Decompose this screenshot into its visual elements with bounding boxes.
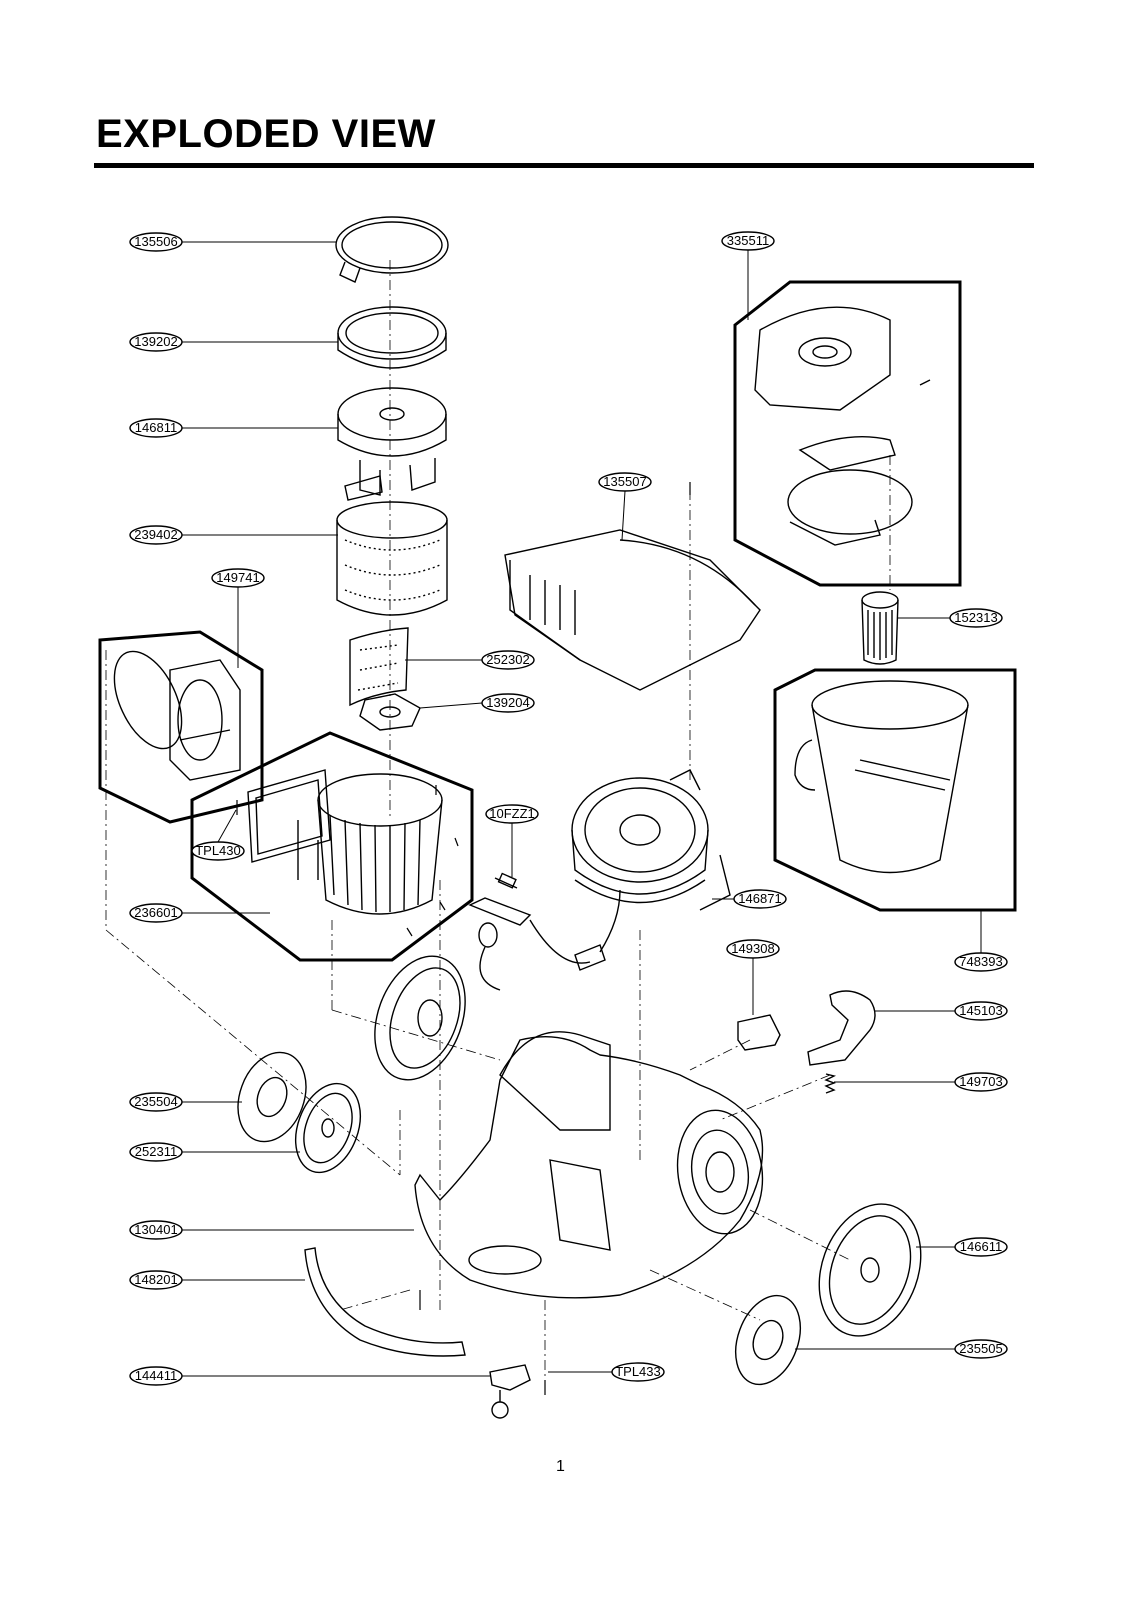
label-10FZZ1: 10FZZ1 — [485, 804, 539, 824]
part-labels: 135506 139202 146811 239402 149741 25230… — [129, 231, 1008, 1386]
label-252311: 252311 — [129, 1142, 183, 1162]
svg-text:235505: 235505 — [959, 1341, 1002, 1356]
part-149308 — [737, 1014, 781, 1051]
label-148201: 148201 — [129, 1270, 183, 1290]
svg-text:146811: 146811 — [135, 420, 177, 435]
cover-335511 — [754, 306, 931, 546]
svg-text:149308: 149308 — [731, 941, 774, 956]
label-146811: 146811 — [129, 418, 183, 438]
svg-text:252311: 252311 — [135, 1144, 177, 1159]
label-145103: 145103 — [954, 1001, 1008, 1021]
svg-text:10FZZ1: 10FZZ1 — [489, 806, 535, 821]
label-239402: 239402 — [129, 525, 183, 545]
svg-text:152313: 152313 — [954, 610, 997, 625]
title-underline — [94, 163, 1034, 168]
gasket-139202 — [337, 306, 447, 369]
svg-text:144411: 144411 — [135, 1368, 177, 1383]
svg-text:TPL430: TPL430 — [195, 843, 241, 858]
filter-sleeve-239402 — [336, 501, 448, 616]
filter-cartridge-152313 — [861, 591, 899, 665]
page-title: EXPLODED VIEW — [96, 112, 436, 156]
svg-text:149741: 149741 — [216, 570, 259, 585]
screws — [236, 482, 691, 1395]
label-152313: 152313 — [949, 608, 1003, 628]
filter-piece-252302 — [349, 627, 409, 707]
label-135506: 135506 — [129, 232, 183, 252]
cord-reel-146871 — [571, 769, 731, 911]
bracket-139204 — [359, 693, 421, 731]
svg-text:235504: 235504 — [134, 1094, 177, 1109]
label-235505: 235505 — [954, 1339, 1008, 1359]
label-TPL430: TPL430 — [191, 841, 245, 861]
svg-text:148201: 148201 — [134, 1272, 177, 1287]
motor-cover-146811 — [337, 387, 447, 501]
main-body-130401 — [414, 1031, 764, 1299]
bracket-135507 — [504, 529, 761, 691]
bumper-148201 — [304, 1247, 466, 1357]
grill-235504 — [237, 1051, 307, 1143]
label-146871: 146871 — [733, 889, 787, 909]
label-252302: 252302 — [481, 650, 535, 670]
label-135507: 135507 — [598, 472, 652, 492]
housing-236601 — [247, 769, 443, 915]
handle-145103 — [807, 990, 876, 1066]
svg-text:239402: 239402 — [134, 527, 177, 542]
label-144411: 144411 — [129, 1366, 183, 1386]
filter-disk-252311 — [295, 1082, 361, 1174]
label-146611: 146611 — [954, 1237, 1008, 1257]
label-TPL433: TPL433 — [611, 1362, 665, 1382]
fuse-10FZZ1 — [468, 872, 621, 991]
svg-text:748393: 748393 — [959, 954, 1002, 969]
grill-235505 — [735, 1294, 801, 1386]
label-139204: 139204 — [481, 693, 535, 713]
label-139202: 139202 — [129, 332, 183, 352]
label-149703: 149703 — [954, 1072, 1008, 1092]
svg-text:146611: 146611 — [960, 1239, 1002, 1254]
svg-text:335511: 335511 — [727, 233, 769, 248]
label-748393: 748393 — [954, 952, 1008, 972]
svg-text:135506: 135506 — [134, 234, 177, 249]
svg-text:145103: 145103 — [959, 1003, 1002, 1018]
dust-bin-748393 — [794, 680, 969, 874]
caster-144411 — [489, 1364, 531, 1419]
label-335511: 335511 — [721, 231, 775, 251]
svg-text:146871: 146871 — [738, 891, 781, 906]
page-number: 1 — [556, 1458, 565, 1475]
leader-lines — [181, 241, 982, 1377]
label-235504: 235504 — [129, 1092, 183, 1112]
label-149741: 149741 — [211, 568, 265, 588]
svg-text:TPL433: TPL433 — [615, 1364, 661, 1379]
label-130401: 130401 — [129, 1220, 183, 1240]
svg-text:236601: 236601 — [134, 905, 177, 920]
label-149308: 149308 — [726, 939, 780, 959]
svg-text:139202: 139202 — [134, 334, 177, 349]
svg-text:149703: 149703 — [959, 1074, 1002, 1089]
spring-149703 — [824, 1073, 837, 1094]
label-236601: 236601 — [129, 903, 183, 923]
cover-149741 — [113, 650, 241, 781]
svg-text:139204: 139204 — [486, 695, 529, 710]
group-outlines — [98, 280, 1017, 962]
svg-text:252302: 252302 — [486, 652, 529, 667]
svg-text:130401: 130401 — [134, 1222, 177, 1237]
wheel-146611 — [818, 1203, 922, 1337]
ring-135506 — [335, 216, 449, 283]
svg-text:135507: 135507 — [603, 474, 646, 489]
wheel-left — [374, 955, 466, 1081]
